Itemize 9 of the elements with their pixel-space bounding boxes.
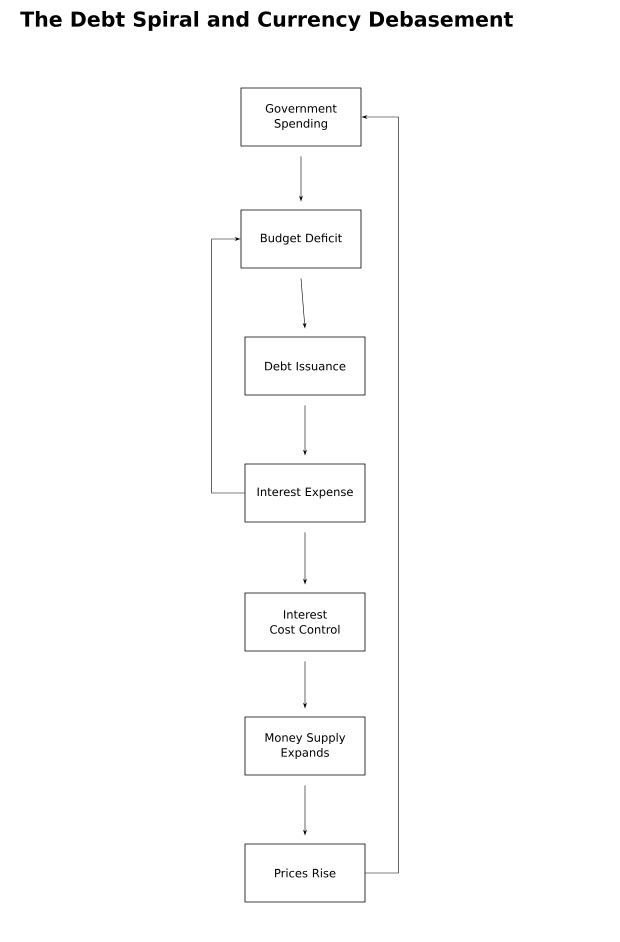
process-box: Prices Rise — [244, 844, 366, 902]
process-box: Government Spending — [240, 88, 362, 146]
process-box: Interest Cost Control — [244, 592, 366, 652]
process-box: Budget Deficit — [240, 210, 362, 268]
process-box: Money Supply Expands — [244, 716, 366, 776]
arrow — [211, 236, 245, 494]
process-box: Interest Expense — [244, 464, 366, 522]
title: The Debt Spiral and Currency Debasement — [20, 11, 513, 31]
process-box: Debt Issuance — [244, 336, 366, 396]
